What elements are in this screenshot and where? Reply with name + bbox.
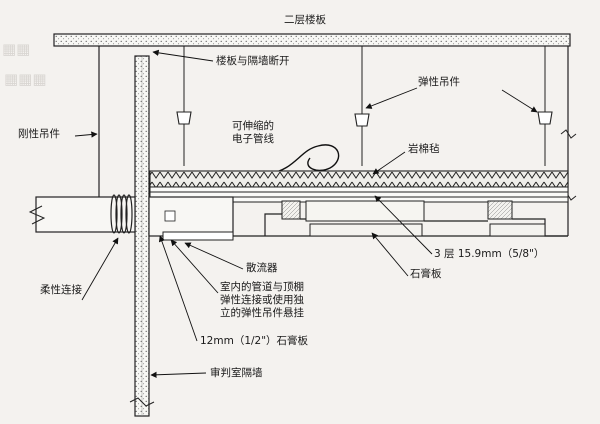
label-gypsum-12mm: 12mm（1/2"）石膏板 — [200, 335, 309, 347]
flexible-conduit — [267, 144, 340, 175]
leader-gypsum-3-layers — [374, 195, 433, 255]
supply-duct-inner — [148, 196, 234, 237]
gypsum-layer — [149, 191, 569, 198]
leader-flexible-connection — [81, 237, 119, 301]
resilient-hanger-body — [537, 111, 553, 125]
resilient-hanger-body — [176, 111, 192, 125]
label-pipe-note: 室内的管道与顶棚 弹性连接或使用独 立的弹性吊件悬挂 — [220, 281, 304, 319]
leader-jury-room-wall — [150, 371, 207, 378]
ceiling-panel — [489, 223, 546, 237]
label-slab-wall-break: 楼板与隔墙断开 — [216, 55, 290, 67]
leader-diffuser — [184, 242, 244, 270]
leader-slab-wall-break — [152, 49, 214, 62]
leader-rock-wool — [372, 151, 406, 175]
floor-slab — [53, 33, 571, 47]
diffuser — [162, 231, 234, 241]
duct-box — [281, 200, 301, 220]
label-rock-wool: 岩棉毡 — [408, 143, 440, 155]
rock-wool-blanket — [149, 170, 569, 188]
soffit-profile — [264, 213, 568, 237]
background-ghost-mark: ▦▦▦ — [4, 70, 47, 88]
leader-pipe-note — [170, 239, 219, 294]
gypsum-layer — [149, 186, 569, 193]
label-diffuser: 散流器 — [246, 262, 278, 274]
wall-break-mark — [129, 397, 155, 407]
label-rigid-hanger: 刚性吊件 — [18, 128, 60, 140]
leader-resilient-hanger — [501, 89, 538, 113]
background-ghost-mark: ▦▦ — [2, 40, 31, 58]
ceiling-panel — [309, 223, 423, 237]
label-gypsum-3-layers: 3 层 15.9mm（5/8"） — [434, 248, 545, 260]
leader-rigid-hanger — [74, 131, 98, 138]
duct-break-mark — [28, 205, 46, 225]
label-flexible-connection: 柔性连接 — [40, 284, 82, 296]
leader-gypsum-board — [371, 232, 409, 277]
leader-resilient-hanger — [365, 87, 418, 109]
duct-box — [487, 200, 513, 220]
leader-gypsum-12mm — [158, 235, 198, 342]
label-jury-room-wall: 审判室隔墙 — [210, 367, 263, 379]
flexible-connector-coil — [110, 194, 118, 234]
label-gypsum-board: 石膏板 — [410, 268, 442, 280]
label-second-floor-slab: 二层楼板 — [284, 14, 326, 26]
duct-box — [305, 200, 425, 222]
label-resilient-hanger: 弹性吊件 — [418, 76, 460, 88]
resilient-hanger-body — [354, 113, 370, 127]
supply-duct — [35, 196, 136, 233]
label-flexible-conduit: 可伸缩的 电子管线 — [232, 120, 274, 145]
